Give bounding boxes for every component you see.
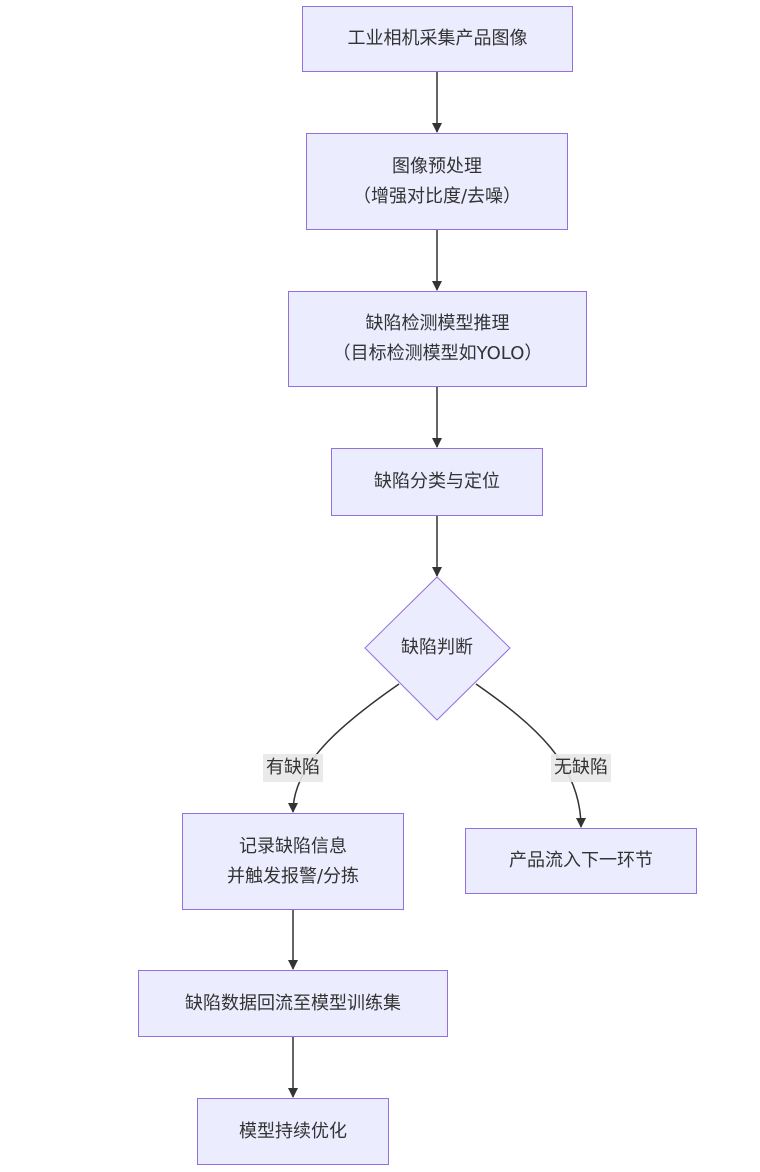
node-data-feedback: 缺陷数据回流至模型训练集 [138, 970, 448, 1037]
edge-decision-to-record [288, 683, 400, 813]
node-preprocess: 图像预处理 （增强对比度/去噪） [306, 133, 568, 230]
node-model-optimize: 模型持续优化 [197, 1098, 389, 1165]
node-pass-next-stage-line-1: 产品流入下一环节 [509, 850, 653, 871]
node-capture-image: 工业相机采集产品图像 [302, 6, 573, 72]
decision-label: 缺陷判断 [401, 637, 473, 658]
node-pass-next-stage: 产品流入下一环节 [465, 828, 697, 894]
node-preprocess-line-1: 图像预处理 [392, 155, 482, 177]
node-data-feedback-line-1: 缺陷数据回流至模型训练集 [185, 992, 401, 1014]
node-model-inference: 缺陷检测模型推理 （目标检测模型如YOLO） [288, 291, 587, 387]
node-record-defect-line-2: 并触发报警/分拣 [226, 865, 360, 887]
node-classify-locate: 缺陷分类与定位 [331, 448, 543, 516]
edge-label-has-defect: 有缺陷 [263, 754, 323, 782]
node-record-defect: 记录缺陷信息 并触发报警/分拣 [182, 813, 404, 910]
edge-decision-to-pass [475, 683, 586, 828]
node-preprocess-line-2: （增强对比度/去噪） [352, 185, 522, 207]
decision-diamond [364, 576, 511, 721]
node-capture-image-line-1: 工业相机采集产品图像 [347, 28, 528, 49]
node-record-defect-line-1: 记录缺陷信息 [239, 835, 347, 857]
node-model-inference-line-2: （目标检测模型如YOLO） [332, 343, 543, 364]
node-model-optimize-line-1: 模型持续优化 [239, 1120, 347, 1142]
edge-label-no-defect: 无缺陷 [551, 754, 611, 782]
node-model-inference-line-1: 缺陷检测模型推理 [365, 313, 510, 334]
node-classify-locate-line-1: 缺陷分类与定位 [374, 471, 500, 492]
